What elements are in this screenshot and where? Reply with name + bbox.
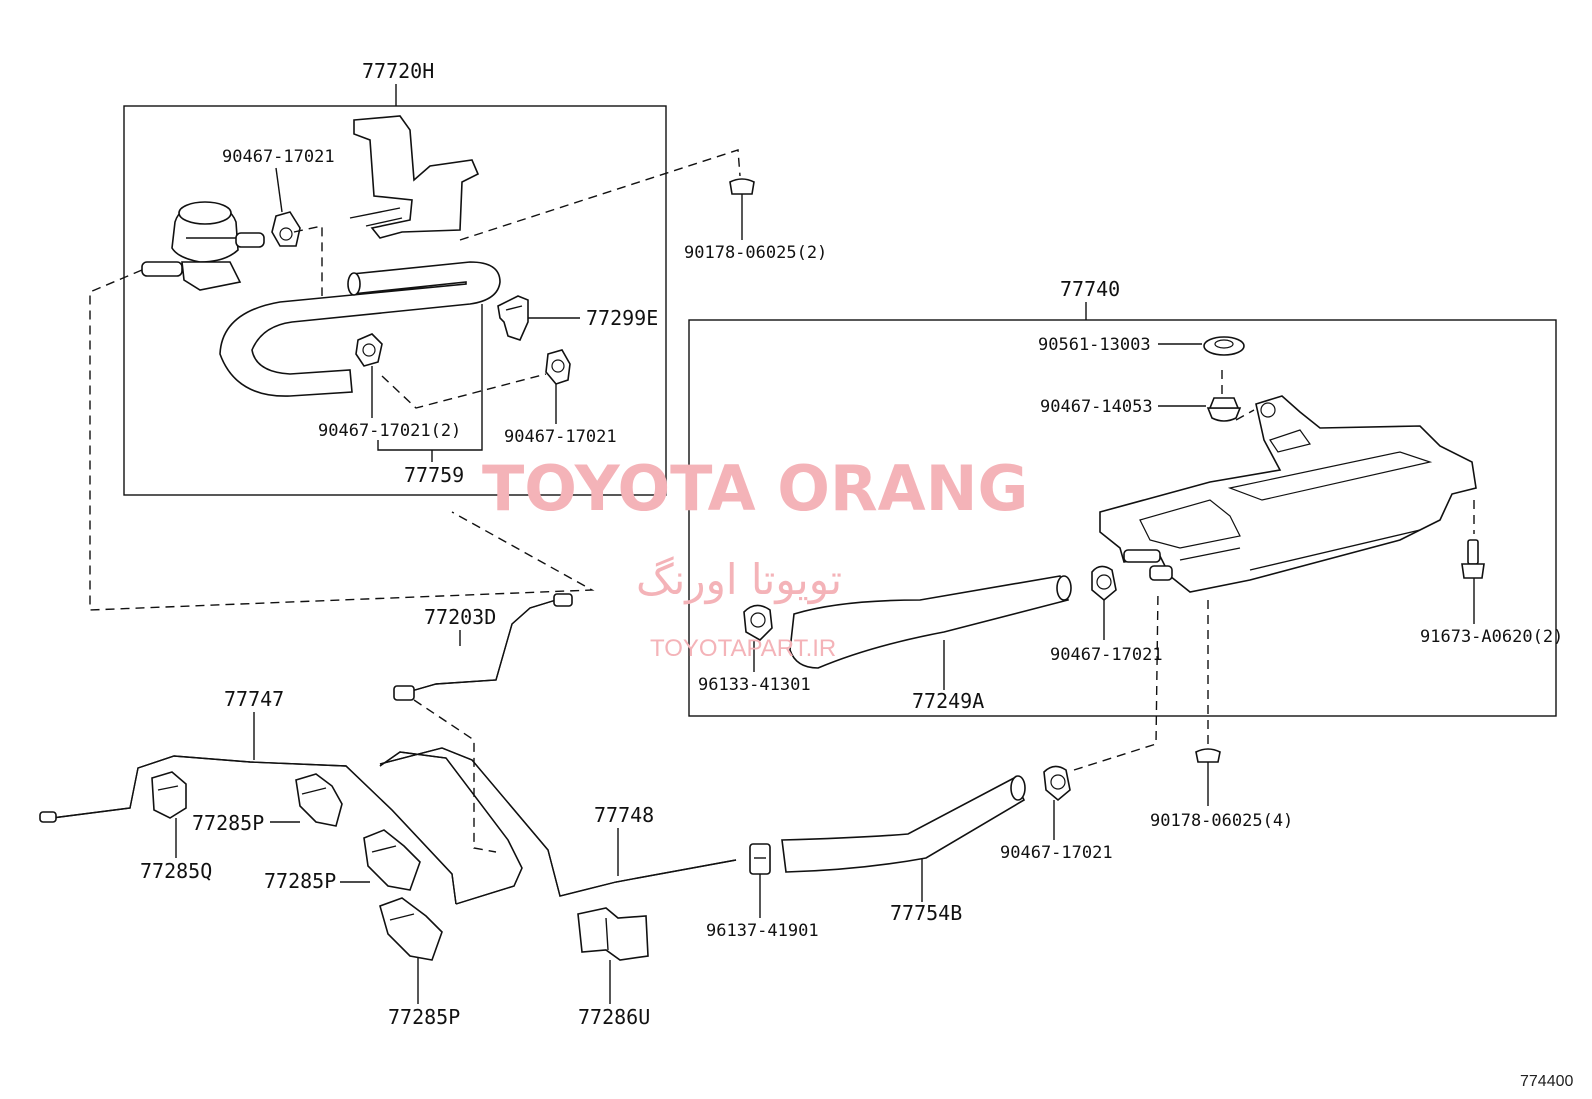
clamp-77285p-middle[interactable] — [363, 829, 421, 891]
hose-77759-part[interactable] — [219, 261, 501, 397]
nut-90467-14053[interactable] — [1206, 397, 1242, 422]
label-96133-41301[interactable]: 96133-41301 — [698, 675, 811, 695]
group-box-77740 — [688, 319, 1557, 717]
bolt-91673-a0620[interactable] — [1461, 539, 1485, 579]
clamp-77286u[interactable] — [577, 907, 649, 961]
label-91673-a0620-2[interactable]: 91673-A0620(2) — [1420, 627, 1563, 647]
label-77285p-middle[interactable]: 77285P — [264, 869, 336, 893]
hose-77754b-part[interactable] — [781, 775, 1026, 873]
figure-code: 774400 — [1520, 1073, 1573, 1090]
hose-clip-90467-17021-right[interactable] — [545, 349, 571, 385]
label-77285p-lower[interactable]: 77285P — [388, 1005, 460, 1029]
clamp-77285p-upper[interactable] — [295, 773, 343, 827]
label-77285q[interactable]: 77285Q — [140, 859, 212, 883]
clamp-77285q[interactable] — [151, 771, 187, 819]
group-label-77740[interactable]: 77740 — [1060, 277, 1120, 301]
pipe-77203d-part[interactable] — [393, 593, 573, 701]
hose-clip-90467-17021-top[interactable] — [271, 211, 301, 247]
group-box-77720h — [123, 105, 667, 496]
hose-77747-part[interactable] — [39, 755, 457, 905]
label-77754b[interactable]: 77754B — [890, 901, 962, 925]
label-90467-17021-canister[interactable]: 90467-17021 — [1050, 645, 1163, 665]
label-90561-13003[interactable]: 90561-13003 — [1038, 335, 1151, 355]
group-label-77720h[interactable]: 77720H — [362, 59, 434, 83]
label-90178-06025-2[interactable]: 90178-06025(2) — [684, 243, 827, 263]
label-77759[interactable]: 77759 — [404, 463, 464, 487]
label-77748[interactable]: 77748 — [594, 803, 654, 827]
label-77747[interactable]: 77747 — [224, 687, 284, 711]
watermark-site: TOYOTAPART.IR — [650, 635, 836, 662]
hose-77249a-part[interactable] — [789, 575, 1072, 669]
grommet-clip-90178-06025-top[interactable] — [729, 178, 755, 204]
hose-77748-part[interactable] — [379, 747, 737, 897]
clip-96137-41901[interactable] — [749, 843, 771, 875]
vsv-bracket-part[interactable] — [349, 115, 480, 239]
watermark-persian: تویوتا اورنگ — [636, 555, 842, 604]
label-77203d[interactable]: 77203D — [424, 605, 496, 629]
label-90178-06025-4[interactable]: 90178-06025(4) — [1150, 811, 1293, 831]
label-77285p-upper[interactable]: 77285P — [192, 811, 264, 835]
hose-clip-90467-17021-pair[interactable] — [355, 333, 383, 367]
label-77299e[interactable]: 77299E — [586, 306, 658, 330]
label-96137-41901[interactable]: 96137-41901 — [706, 921, 819, 941]
watermark-title: TOYOTA ORANG — [482, 452, 1028, 525]
hose-clip-90467-17021-lower[interactable] — [1043, 765, 1071, 802]
hose-clip-90467-17021-canister[interactable] — [1091, 565, 1117, 602]
clip-96133-41301[interactable] — [743, 604, 773, 641]
fuel-pipe-secondary[interactable] — [379, 751, 523, 905]
label-90467-17021-2[interactable]: 90467-17021(2) — [318, 421, 461, 441]
label-90467-14053[interactable]: 90467-14053 — [1040, 397, 1153, 417]
label-77249a[interactable]: 77249A — [912, 689, 984, 713]
washer-90561-13003[interactable] — [1203, 336, 1245, 356]
grommet-clip-90178-06025-lower[interactable] — [1195, 748, 1221, 770]
label-77286u[interactable]: 77286U — [578, 1005, 650, 1029]
vsv-valve-part[interactable] — [141, 201, 265, 291]
label-90467-17021-top[interactable]: 90467-17021 — [222, 147, 335, 167]
label-90467-17021-lower[interactable]: 90467-17021 — [1000, 843, 1113, 863]
label-90467-17021-right[interactable]: 90467-17021 — [504, 427, 617, 447]
charcoal-canister-part[interactable] — [1099, 395, 1477, 593]
clamp-77285p-lower[interactable] — [379, 897, 443, 961]
hose-clamp-77299e[interactable] — [497, 295, 529, 341]
